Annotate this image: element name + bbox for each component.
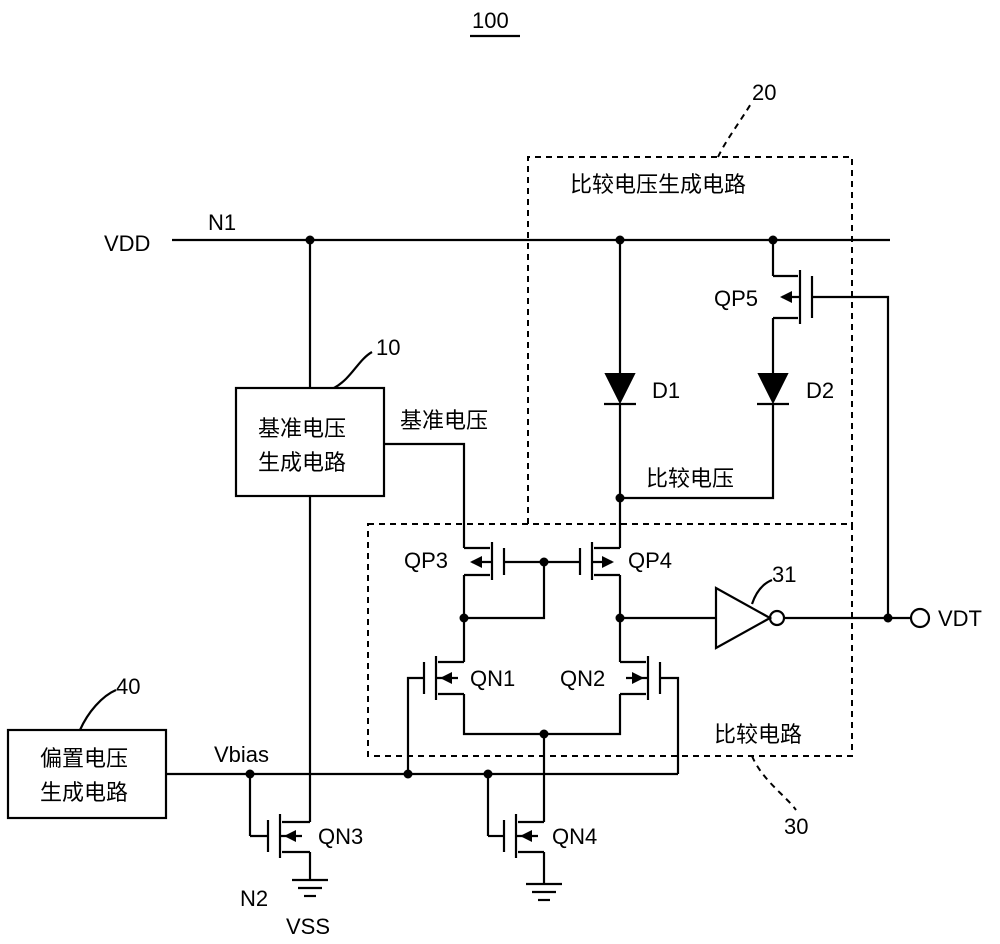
ref-gen-block — [234, 386, 386, 498]
wire-qn1-gate — [406, 676, 424, 774]
bias-gen-number: 40 — [116, 674, 140, 699]
comparator-leader — [751, 755, 797, 811]
bias-gen-line1: 偏置电压 — [40, 747, 128, 772]
cmp-voltage-gen-box — [527, 156, 853, 524]
qn4-label: QN4 — [552, 824, 597, 849]
qn2-arrow-icon — [632, 672, 644, 684]
cmp-voltage-label: 比较电压 — [646, 467, 734, 492]
wire-qn2-gate — [660, 676, 680, 774]
qn3-label: QN3 — [318, 824, 363, 849]
qp5-arrow-icon — [780, 291, 792, 303]
ref-voltage-label: 基准电压 — [400, 409, 488, 434]
junction-vbias-qn1 — [403, 769, 413, 779]
vdt-label: VDT — [938, 606, 982, 631]
ref-gen-line2: 生成电路 — [258, 451, 346, 476]
bias-gen-leader — [78, 688, 117, 731]
wire-tail — [462, 694, 622, 736]
d2-diode-icon — [757, 373, 789, 405]
ref-gen-line1: 基准电压 — [258, 417, 346, 442]
qn4-arrow-icon — [520, 830, 532, 842]
bias-gen-line2: 生成电路 — [40, 781, 128, 806]
comparator-box — [367, 523, 853, 757]
inverter-icon — [714, 586, 773, 650]
wire-d2-cathode — [620, 404, 775, 500]
vdt-terminal — [909, 607, 931, 629]
d2-label: D2 — [806, 378, 834, 403]
qn2-label: QN2 — [560, 666, 605, 691]
inverter-leader — [750, 578, 773, 605]
comparator-title: 比较电路 — [714, 723, 802, 748]
d1-label: D1 — [652, 378, 680, 403]
vbias-label: Vbias — [214, 742, 269, 767]
cmp-voltage-gen-number: 20 — [752, 80, 776, 105]
ref-gen-leader — [333, 351, 373, 389]
ref-gen-number: 10 — [376, 335, 400, 360]
n1-label: N1 — [208, 210, 236, 235]
comparator-number: 30 — [784, 814, 808, 839]
qp4-arrow-icon — [602, 556, 614, 568]
vss-label: VSS — [286, 914, 330, 939]
vdd-label: VDD — [104, 231, 150, 256]
qp4-label: QP4 — [628, 548, 672, 573]
qn1-arrow-icon — [440, 672, 452, 684]
n2-label: N2 — [240, 886, 268, 911]
qn3-arrow-icon — [284, 830, 296, 842]
inverter-number: 31 — [772, 562, 796, 587]
junction-qp3-drain — [459, 613, 469, 623]
wire-ref-voltage — [384, 442, 466, 548]
qp3-arrow-icon — [470, 556, 482, 568]
cmp-voltage-gen-leader — [717, 101, 753, 158]
qn1-label: QN1 — [470, 666, 515, 691]
qp3-label: QP3 — [404, 548, 448, 573]
qp5-label: QP5 — [714, 286, 758, 311]
figure-number: 100 — [472, 8, 509, 33]
cmp-voltage-gen-title: 比较电压生成电路 — [570, 173, 746, 198]
d1-diode-icon — [604, 373, 636, 405]
junction-vdt — [883, 613, 893, 623]
wire-qp5-gate — [812, 295, 890, 618]
wire-gate-drain-tie — [464, 562, 546, 620]
